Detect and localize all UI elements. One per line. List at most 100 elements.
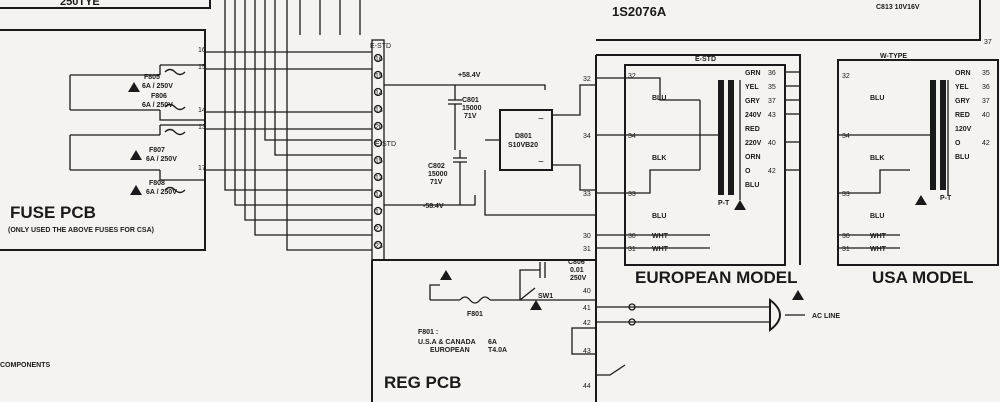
fuse-f805-rating: 6A / 250V xyxy=(142,83,173,90)
eu-primary-pin: 32 xyxy=(628,73,636,80)
reg-pin-label: 41 xyxy=(583,305,591,312)
usa-tap-label: 120V xyxy=(955,126,972,133)
eu-primary-color: WHT xyxy=(652,233,669,240)
fuse-pcb-title: FUSE PCB xyxy=(10,203,96,222)
connector-pin-label: 15 xyxy=(375,158,383,165)
warning-triangle-icon xyxy=(734,200,746,210)
reg-pin-label: 34 xyxy=(583,133,591,140)
cap-c801-value: 15000 xyxy=(462,105,482,112)
warning-triangle-icon xyxy=(130,185,142,195)
reg-pin-label: 30 xyxy=(583,233,591,240)
connector-pin-circle xyxy=(373,104,383,114)
fuse-note-rating-2: T4.0A xyxy=(488,347,507,354)
top-part-label: 1S2076A xyxy=(612,4,667,19)
usa-primary-color: BLU xyxy=(870,95,884,102)
fuse-pin: 13 xyxy=(198,124,206,131)
connector-pin-label: 15 xyxy=(375,73,383,80)
connector-pin-circle xyxy=(373,240,383,250)
connector-pin-circle xyxy=(373,189,383,199)
fuse-note-region-2: EUROPEAN xyxy=(430,347,470,354)
eu-primary-pin: 34 xyxy=(628,133,636,140)
eu-tap-pin: 42 xyxy=(768,168,776,175)
usa-primary-color: WHT xyxy=(870,246,887,253)
reg-pin-label: 43 xyxy=(583,348,591,355)
ac-line-label: AC LINE xyxy=(812,313,840,320)
eu-primary-pin: 31 xyxy=(628,246,636,253)
eu-tap-label: 240V xyxy=(745,112,762,119)
usa-primary-pin: 30 xyxy=(842,233,850,240)
svg-text:~: ~ xyxy=(538,157,544,168)
reg-switch-ref: SW1 xyxy=(538,293,553,300)
fuse-f808-rating: 6A / 250V xyxy=(146,189,177,196)
connector-pin-label: 16 xyxy=(375,56,383,63)
connector-pin-label: 14 xyxy=(375,192,383,199)
connector-pin-circle xyxy=(373,70,383,80)
connector-pin-label: 23 xyxy=(375,243,383,250)
connector-pin-label: 13 xyxy=(375,107,383,114)
usa-tap-label: RED xyxy=(955,112,970,119)
positive-rail-label: +58.4V xyxy=(458,72,481,79)
eu-primary-color: BLU xyxy=(652,213,666,220)
connector-pin-label: 21 xyxy=(375,226,383,233)
connector-pin-label: 13 xyxy=(375,175,383,182)
eu-primary-pin: 33 xyxy=(628,191,636,198)
usa-tap-label: YEL xyxy=(955,84,969,91)
fuse-f806-rating: 6A / 250V xyxy=(142,102,173,109)
warning-triangle-icon xyxy=(130,150,142,160)
eu-tap-pin: 43 xyxy=(768,112,776,119)
usa-model-title: USA MODEL xyxy=(872,268,973,287)
connector-pin-circle xyxy=(373,223,383,233)
corner-pin: 37 xyxy=(984,39,992,46)
fuse-pin: 16 xyxy=(198,47,206,54)
eu-tap-label: O xyxy=(745,168,751,175)
cap-c802-ref: C802 xyxy=(428,163,445,170)
cap-c801-ref: C801 xyxy=(462,97,479,104)
fuse-f807-ref: F807 xyxy=(149,147,165,154)
eu-tap-label: YEL xyxy=(745,84,759,91)
fuse-f805-ref: F805 xyxy=(144,74,160,81)
eu-tap-label: RED xyxy=(745,126,760,133)
fuse-pin: 15 xyxy=(198,64,206,71)
eu-primary-color: BLU xyxy=(652,95,666,102)
fuse-pcb: FUSE PCB (ONLY USED THE ABOVE FUSES FOR … xyxy=(0,0,211,251)
connector-pin-label: 17 xyxy=(375,209,383,216)
warning-triangle-icon xyxy=(440,270,452,280)
components-label: COMPONENTS xyxy=(0,362,51,369)
usa-tap-pin: 42 xyxy=(982,140,990,147)
reg-pin-label: 40 xyxy=(583,288,591,295)
reg-pin-label: 33 xyxy=(583,191,591,198)
warning-triangle-icon xyxy=(792,290,804,300)
fuse-pin: 17 xyxy=(198,165,206,172)
usa-tap-label: ORN xyxy=(955,70,971,77)
connector-pin-label: 14 xyxy=(375,90,383,97)
cap-c801-volt: 71V xyxy=(464,113,477,120)
connector-pin-circle xyxy=(373,138,383,148)
fuse-note-rating-1: 6A xyxy=(488,339,497,346)
eu-transformer-label: P-T xyxy=(718,200,730,207)
eu-type-label: E-STD xyxy=(695,56,716,63)
usa-primary-pin: 34 xyxy=(842,133,850,140)
eu-primary-color: WHT xyxy=(652,246,669,253)
eu-tap-pin: 35 xyxy=(768,84,776,91)
top-cap-label: C813 10V16V xyxy=(876,4,920,11)
usa-tap-label: BLU xyxy=(955,154,969,161)
eu-primary-color: BLK xyxy=(652,155,666,162)
usa-primary-color: WHT xyxy=(870,233,887,240)
warning-triangle-icon xyxy=(915,195,927,205)
connector-pin-circle xyxy=(373,172,383,182)
usa-tap-label: O xyxy=(955,140,961,147)
fuse-note-region-1: U.S.A & CANADA xyxy=(418,339,476,346)
eu-tap-pin: 40 xyxy=(768,140,776,147)
connector-pin-circle xyxy=(373,87,383,97)
bridge-ref: D801 xyxy=(515,133,532,140)
eu-tap-label: ORN xyxy=(745,154,761,161)
usa-tap-label: GRY xyxy=(955,98,970,105)
eu-tap-label: GRY xyxy=(745,98,760,105)
connector-pin-circle xyxy=(373,121,383,131)
svg-text:~: ~ xyxy=(538,114,544,125)
bridge-rectifier: ~ ~ D801 S10VB20 xyxy=(484,84,596,216)
cap-c802-value: 15000 xyxy=(428,171,448,178)
